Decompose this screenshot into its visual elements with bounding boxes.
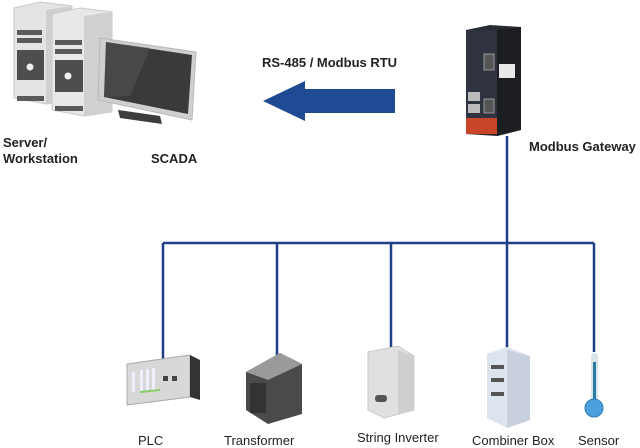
modbus-gateway-icon bbox=[466, 25, 521, 136]
server-label-line1: Server/ bbox=[3, 135, 48, 150]
plc-icon bbox=[126, 354, 200, 406]
protocol-label: RS-485 / Modbus RTU bbox=[262, 55, 398, 70]
server-workstation-icon bbox=[13, 1, 113, 117]
device-label-combiner-box: Combiner Box bbox=[472, 433, 555, 448]
device-label-string-inverter: String Inverter bbox=[357, 430, 439, 445]
scada-label: SCADA bbox=[151, 151, 198, 166]
bus-lines bbox=[161, 136, 596, 367]
device-label-plc: PLC bbox=[138, 433, 164, 448]
server-workstation-label: Server/ Workstation bbox=[3, 135, 78, 167]
server-label-line2: Workstation bbox=[3, 151, 78, 166]
device-label-sensor: Sensor bbox=[578, 433, 620, 448]
device-label-transformer: Transformer bbox=[224, 433, 295, 448]
string-inverter-icon bbox=[367, 345, 415, 419]
transformer-icon bbox=[246, 353, 302, 424]
scada-monitor-icon bbox=[97, 37, 197, 124]
thermometer-sensor-icon bbox=[584, 353, 604, 418]
gateway-label: Modbus Gateway bbox=[529, 139, 636, 154]
left-arrow-icon bbox=[263, 81, 395, 121]
combiner-box-icon bbox=[487, 347, 530, 428]
